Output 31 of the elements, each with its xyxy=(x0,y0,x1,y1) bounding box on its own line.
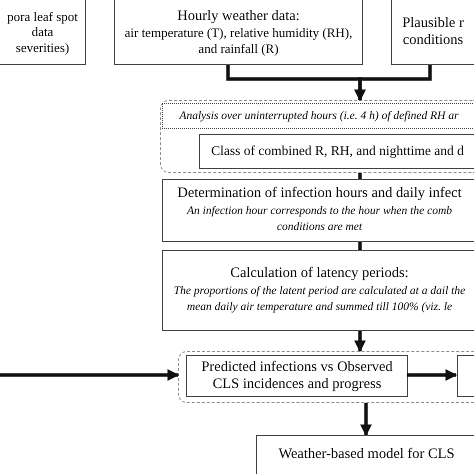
heading-text: Determination of infection hours and daily infect xyxy=(177,185,462,203)
arrow xyxy=(354,331,366,352)
process-box xyxy=(162,179,474,242)
process-box xyxy=(162,250,474,331)
node-text: air temperature (T), relative humidity (RH), and rainfall (R) xyxy=(124,25,354,56)
arrow xyxy=(360,403,372,436)
node-text: Weather-based model for CLS xyxy=(278,446,455,464)
dashed-group-frame xyxy=(160,100,474,173)
node-text: An infection hour corresponds to the hour when the comb conditions are met xyxy=(186,204,453,236)
data-box xyxy=(0,0,86,65)
connector-line xyxy=(358,242,362,250)
arrow xyxy=(0,369,180,381)
node-text: Analysis over uninterrupted hours (i.e. 4 h) of defined RH ar xyxy=(179,108,459,124)
arrow xyxy=(407,369,458,381)
arrow xyxy=(354,65,432,102)
output-box xyxy=(256,435,474,474)
dashed-group-frame xyxy=(178,351,474,403)
data-box xyxy=(114,0,363,65)
node-text: Predicted infections vs Observed CLS incidences and progress xyxy=(200,358,394,394)
process-box xyxy=(186,355,408,397)
process-box xyxy=(457,355,474,397)
note-box xyxy=(162,103,474,129)
heading-text: Calculation of latency periods: xyxy=(230,265,409,283)
process-box xyxy=(199,134,474,169)
node-text: Plausible r conditions xyxy=(401,14,465,50)
node-text: Class of combined R, RH, and nighttime and d xyxy=(211,143,464,160)
connector-line xyxy=(358,173,362,179)
heading-text: Hourly weather data: xyxy=(177,8,300,26)
node-text: The proportions of the latent period are calculated at a dail the mean daily air temperature and summed till 100% (viz. le xyxy=(172,284,466,316)
data-box xyxy=(391,0,474,65)
node-text: pora leaf spot data severities) xyxy=(6,8,79,56)
